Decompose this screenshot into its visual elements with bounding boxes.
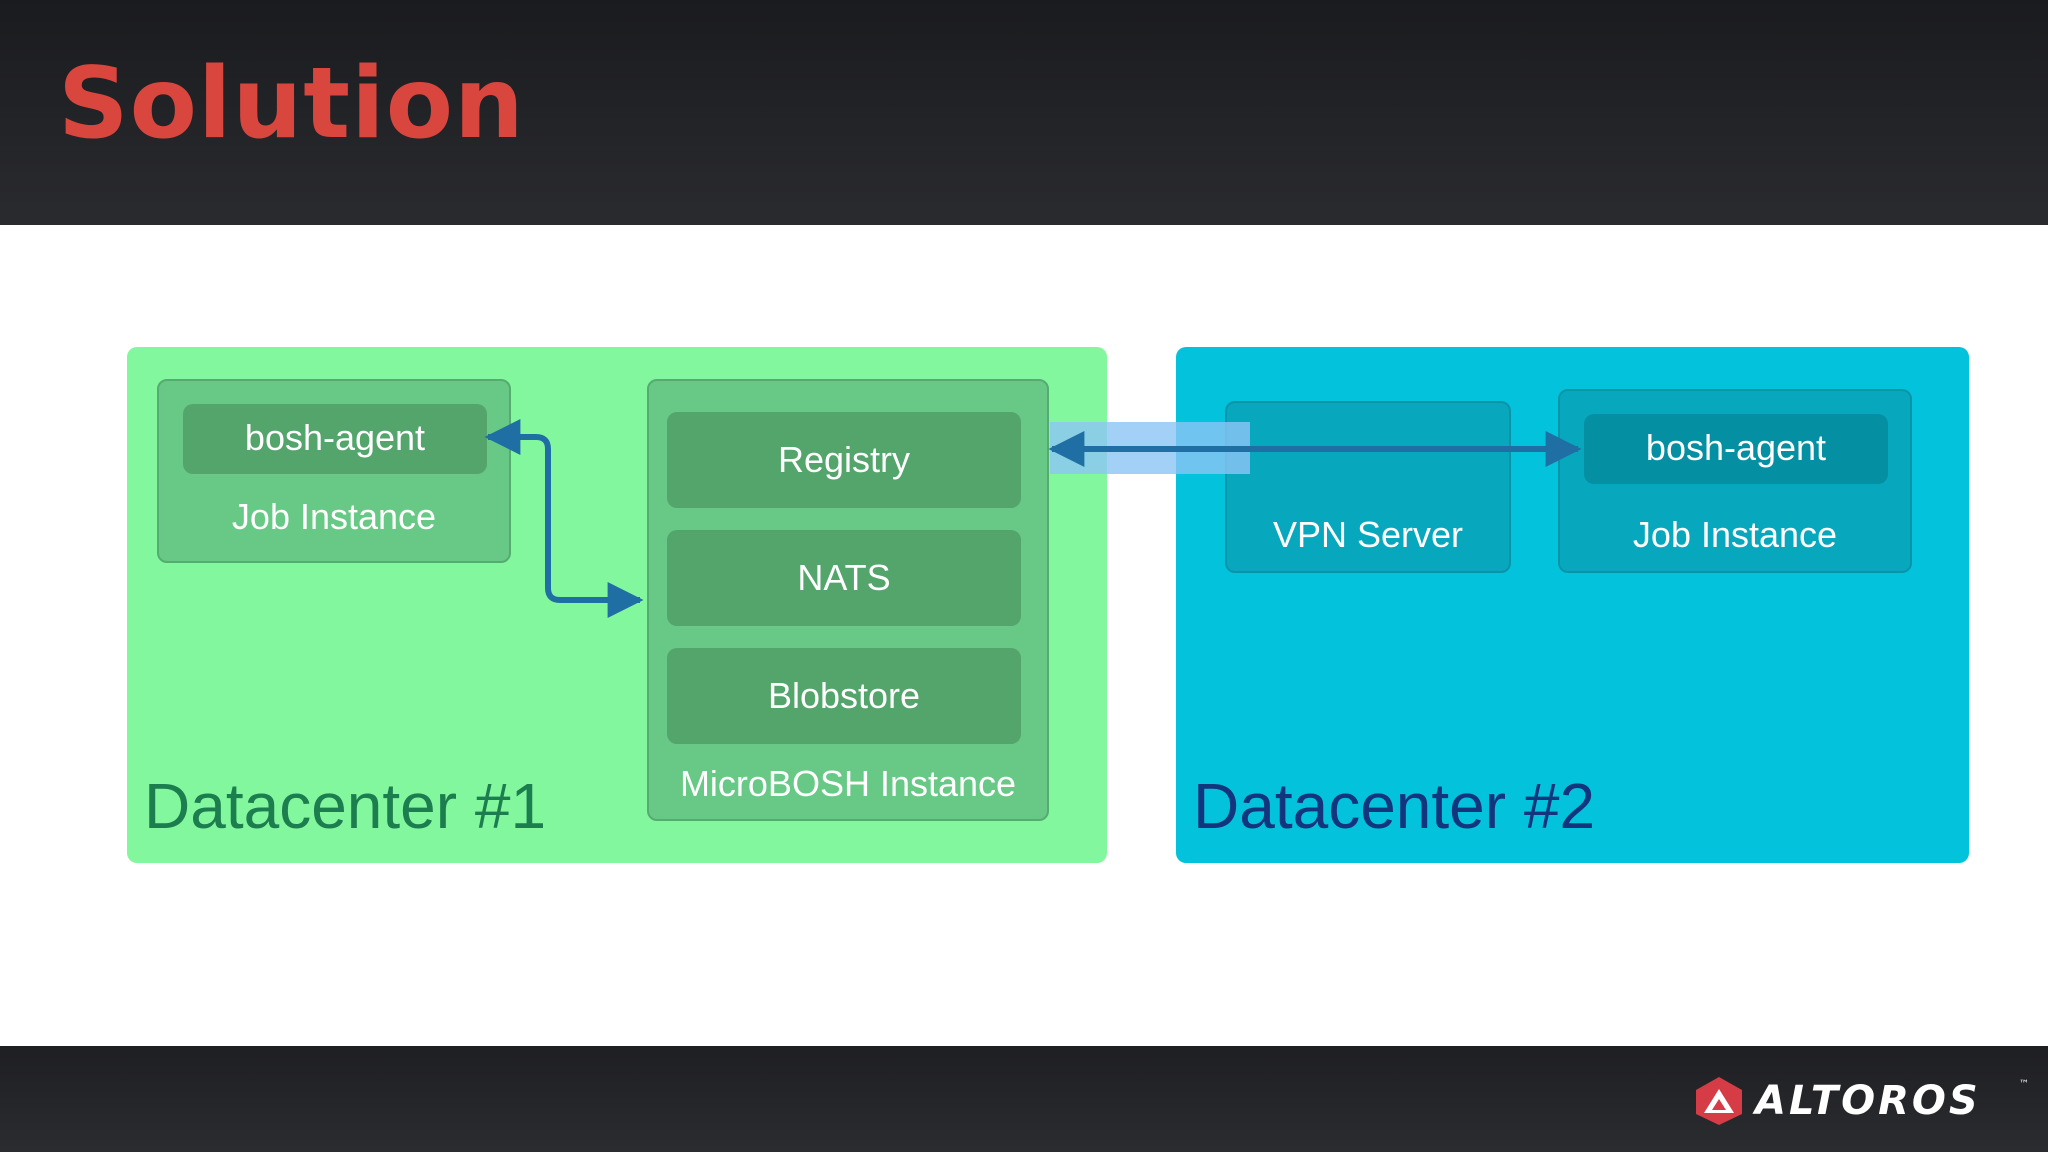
agent-to-nats-arrow [484,419,644,618]
bosh-agent-2: bosh-agent [1584,414,1888,484]
registry-label: Registry [777,439,911,480]
vpn-server: VPN Server [1225,401,1511,573]
job-instance-2: bosh-agent Job Instance [1558,389,1912,573]
registry-component: Registry [667,412,1021,508]
altoros-logo-icon [1696,1077,1742,1125]
blobstore-label: Blobstore [767,675,921,716]
nats-label: NATS [797,557,891,598]
microbosh-instance-label: MicroBOSH Instance [679,763,1017,804]
job-instance-1-label: Job Instance [231,496,437,537]
vpn-server-label: VPN Server [1272,514,1464,555]
altoros-logo: ALTOROS ™ [1693,1075,2033,1131]
blobstore-component: Blobstore [667,648,1021,744]
datacenter-1: bosh-agent Job Instance Registry NATS Bl… [127,347,1107,863]
slide-header: Solution [0,0,2048,225]
nats-component: NATS [667,530,1021,626]
bosh-agent-1-label: bosh-agent [244,417,426,458]
datacenter-2-label: Datacenter #2 [1193,770,1596,842]
datacenter-1-label: Datacenter #1 [144,770,547,842]
altoros-logo-text: ALTOROS [1755,1078,1981,1124]
job-instance-2-label: Job Instance [1632,514,1838,555]
slide-title: Solution [58,47,525,161]
microbosh-instance: Registry NATS Blobstore MicroBOSH Instan… [647,379,1049,821]
bosh-agent-1: bosh-agent [183,404,487,474]
bosh-agent-2-label: bosh-agent [1645,427,1827,468]
trademark-symbol: ™ [2019,1079,2029,1090]
